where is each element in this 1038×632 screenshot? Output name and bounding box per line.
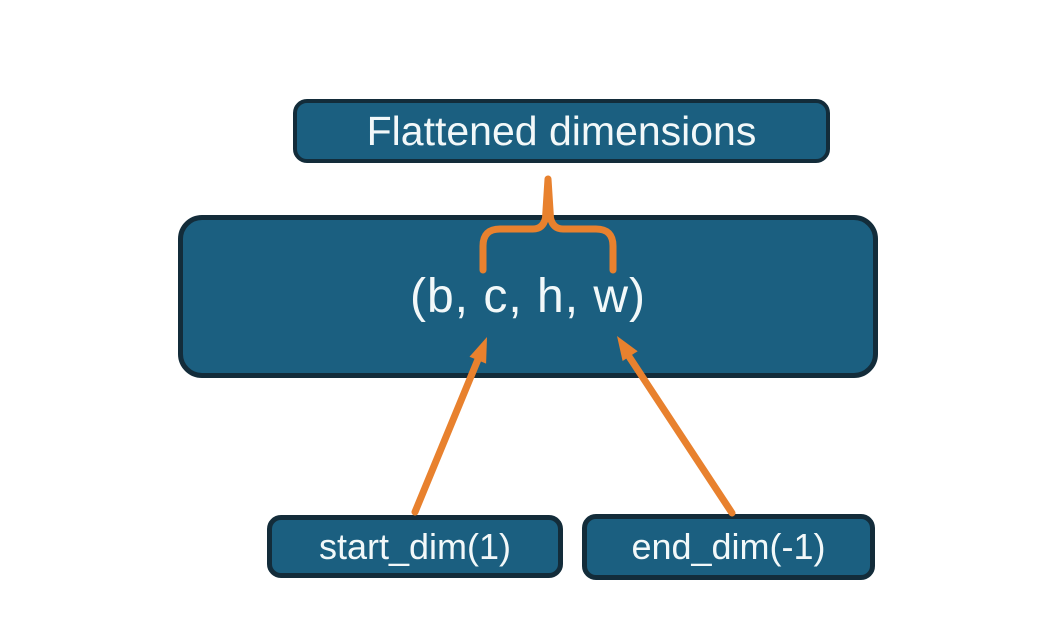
tensor-shape-label: (b, c, h, w) xyxy=(409,270,647,323)
flattened-dimensions-label: Flattened dimensions xyxy=(366,107,757,154)
start-dim-label: start_dim(1) xyxy=(318,525,512,567)
flattened-dimensions-box: Flattened dimensions xyxy=(293,99,830,163)
end-dim-box: end_dim(-1) xyxy=(582,514,875,580)
tensor-shape-box: (b, c, h, w) xyxy=(178,215,878,378)
end-dim-label: end_dim(-1) xyxy=(631,526,826,567)
start-dim-box: start_dim(1) xyxy=(267,515,563,578)
